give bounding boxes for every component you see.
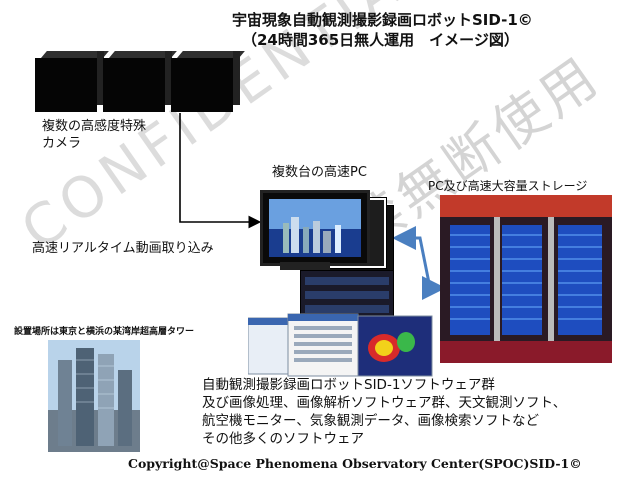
camera-label-line-2: カメラ	[42, 136, 82, 151]
camera-label-line-1: 複数の高感度特殊	[42, 119, 147, 134]
copyright-notice: Copyright@Space Phenomena Observatory Ce…	[128, 456, 582, 471]
pc-tower-stack	[300, 270, 394, 320]
storage-label: PC及び高速大容量ストレージ	[428, 179, 588, 193]
software-line-4: その他多くのソフトウェア	[202, 431, 364, 447]
storage-server-rack-image	[440, 195, 612, 363]
camera-label: 複数の高感度特殊 カメラ	[42, 118, 146, 152]
camera-to-pc-connector	[179, 113, 262, 229]
camera-1-icon	[35, 51, 109, 112]
capture-label: 高速リアルタイム動画取り込み	[32, 241, 214, 256]
software-line-2: 及び画像処理、画像解析ソフトウェア群、天文観測ソフト、	[202, 395, 567, 411]
software-line-1: 自動観測撮影録画ロボットSID-1ソフトウェア群	[202, 377, 495, 393]
diagram-title: 宇宙現象自動観測撮影録画ロボットSID-1© （24時間365日無人運用 イメー…	[232, 10, 592, 50]
city-skyline-screen	[269, 199, 361, 257]
pc-label: 複数台の高速PC	[272, 165, 367, 180]
software-description: 自動観測撮影録画ロボットSID-1ソフトウェア群 及び画像処理、画像解析ソフトウ…	[202, 376, 566, 448]
monitor-stand	[280, 262, 330, 270]
title-line-1: 宇宙現象自動観測撮影録画ロボットSID-1©	[232, 11, 533, 29]
software-screenshots	[248, 313, 433, 377]
title-line-2: （24時間365日無人運用 イメージ図）	[242, 31, 519, 49]
software-line-3: 航空機モニター、気象観測データ、画像検索ソフトなど	[202, 413, 539, 429]
camera-3-icon	[171, 51, 245, 112]
monitor-front	[260, 190, 370, 266]
camera-2-icon	[103, 51, 177, 112]
tower-building-photo	[48, 340, 140, 452]
pc-storage-connector	[392, 226, 446, 300]
location-label: 設置場所は東京と横浜の某湾岸超高層タワー	[14, 327, 195, 337]
